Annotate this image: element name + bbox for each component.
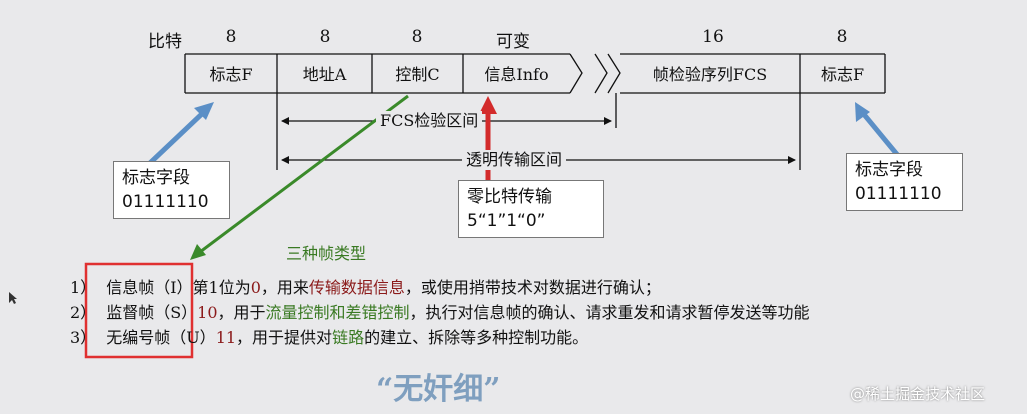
transparent-interval-label: 透明传输区间	[462, 150, 567, 170]
field-info: 信息Info	[484, 65, 549, 84]
bit-count-address: 8	[319, 27, 331, 47]
list-item-unnumbered-frame: 3） 无编号帧（U）11，用于提供对链路的建立、拆除等多种控制功能。	[70, 327, 588, 349]
field-control: 控制C	[395, 65, 440, 84]
list-text: 的建立、拆除等多种控制功能。	[364, 328, 589, 347]
zero-bit-arrowhead	[479, 96, 497, 114]
zero-bit-callout: 零比特传输 5“1”1“0”	[458, 180, 604, 238]
list-highlight-term: 传输数据信息	[308, 278, 405, 297]
field-flag-start: 标志F	[209, 65, 253, 84]
callout-value: 01111110	[122, 192, 209, 212]
bit-count-fcs: 16	[702, 27, 724, 47]
list-text: 第1位为	[192, 278, 251, 297]
flag-right-arrow	[860, 110, 902, 160]
bit-count-control: 8	[411, 27, 423, 47]
watermark: @稀土掘金技术社区	[850, 385, 986, 403]
callout-value: 01111110	[855, 184, 942, 204]
frame-types-annotation: 三种帧类型	[286, 244, 367, 263]
slogan-text: “无奸细”	[376, 372, 501, 407]
field-address: 地址A	[302, 65, 347, 84]
flag-field-callout-left: 标志字段 01111110	[113, 161, 230, 219]
flag-left-arrowhead	[194, 102, 214, 120]
flag-field-callout-right: 标志字段 01111110	[846, 153, 963, 211]
frame-types-arrowhead	[190, 244, 206, 260]
bit-count-flag-end: 8	[836, 27, 848, 47]
bits-label: 比特	[148, 32, 182, 52]
flag-right-arrowhead	[855, 102, 870, 122]
type-names-highlight-box	[84, 262, 194, 359]
list-highlight-term: 流量控制和差错控制	[265, 303, 410, 322]
frame-box	[184, 53, 886, 170]
flag-left-arrow	[148, 108, 208, 165]
field-flag-end: 标志F	[820, 65, 865, 84]
frame-type-name: 监督帧（S）	[106, 303, 198, 322]
mouse-cursor-icon	[9, 292, 17, 304]
frame-type-name: 信息帧（I）	[106, 278, 193, 297]
list-text: ，或使用捎带技术对数据进行确认；	[404, 278, 661, 297]
list-highlight-bits: 11	[215, 328, 237, 347]
list-item-info-frame: 1） 信息帧（I）第1位为0，用来传输数据信息，或使用捎带技术对数据进行确认；	[70, 277, 661, 299]
field-fcs: 帧检验序列FCS	[652, 65, 768, 84]
callout-title: 标志字段	[855, 160, 923, 180]
fcs-interval-label: FCS检验区间	[376, 111, 483, 131]
list-text: ，用于提供对	[236, 328, 333, 347]
list-highlight-term: 链路	[332, 328, 365, 347]
list-number: 3）	[70, 328, 97, 347]
frame-types-arrow	[199, 94, 409, 254]
callout-value: 5“1”1“0”	[467, 211, 546, 231]
list-text: ，用于	[217, 303, 266, 322]
list-text: ，用来	[260, 278, 309, 297]
list-text: ，执行对信息帧的确认、请求重发和请求暂停发送等功能	[409, 303, 810, 322]
callout-title: 标志字段	[122, 168, 190, 188]
list-highlight-bits: 0	[250, 278, 261, 297]
bit-count-flag: 8	[225, 27, 237, 47]
list-number: 1）	[70, 278, 97, 297]
list-highlight-bits: 10	[197, 303, 218, 322]
frame-type-name: 无编号帧（U）	[106, 328, 216, 347]
list-number: 2）	[70, 303, 97, 322]
bit-count-info: 可变	[496, 32, 530, 52]
list-item-supervisory-frame: 2） 监督帧（S）10，用于流量控制和差错控制，执行对信息帧的确认、请求重发和请求…	[70, 302, 810, 324]
callout-title: 零比特传输	[467, 187, 552, 207]
